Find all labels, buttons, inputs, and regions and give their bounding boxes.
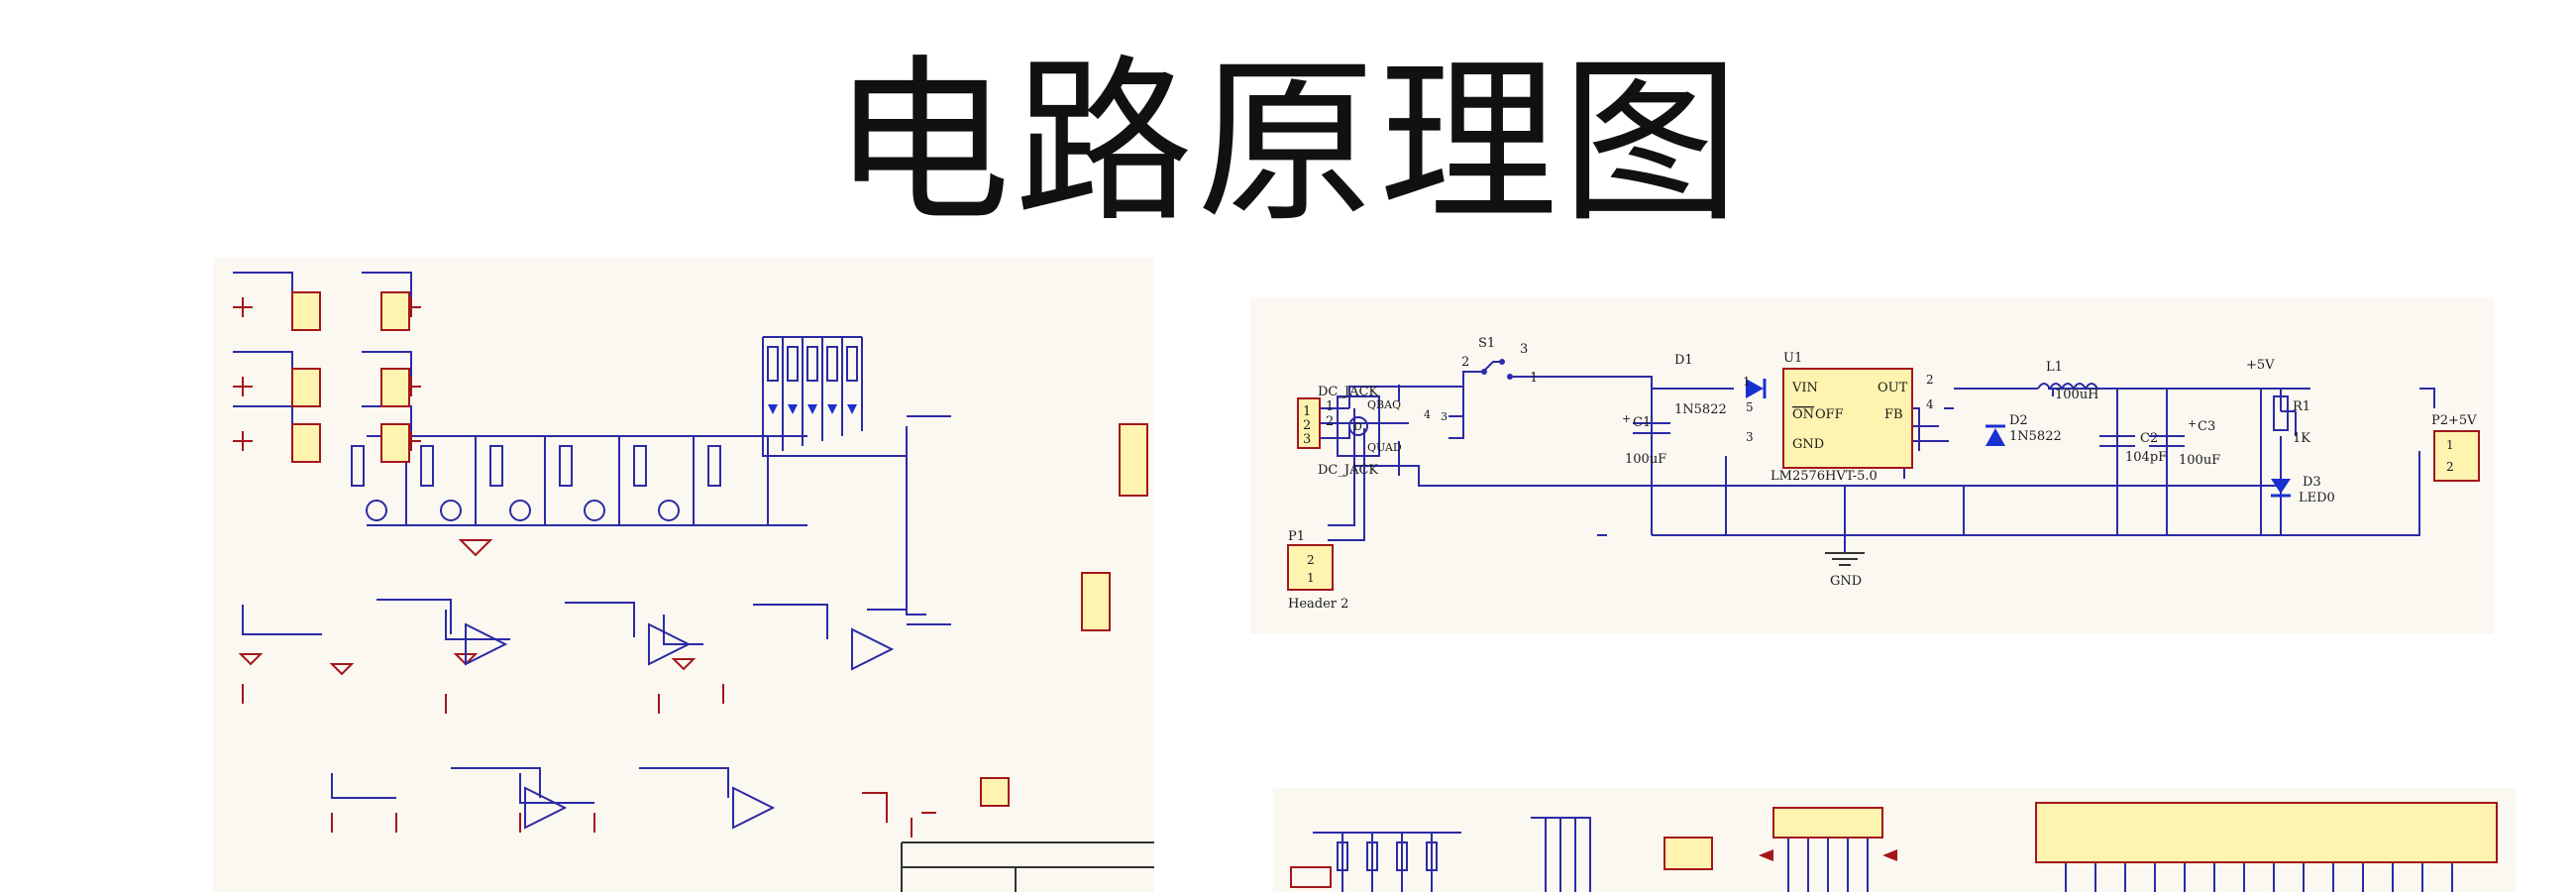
header-p1 xyxy=(1287,544,1334,591)
label-c2-val: 104pF xyxy=(2125,450,2167,465)
label-l1: L1 xyxy=(2046,360,2063,375)
label-gnd: GND xyxy=(1830,574,1862,589)
label-d3-part: LED0 xyxy=(2299,491,2335,505)
label-jack-pin-1: 1 xyxy=(1303,404,1311,419)
display-board-schematic xyxy=(1273,788,2517,892)
sensor-board-schematic xyxy=(213,258,1154,892)
label-s1: S1 xyxy=(1478,336,1495,351)
label-l1-val: 100uH xyxy=(2055,388,2099,402)
regulator-u1 xyxy=(1782,368,1913,469)
label-u1-fb: FB xyxy=(1884,407,1903,422)
label-u1-off: OFF xyxy=(1815,407,1844,422)
label-u1-pin-2: 2 xyxy=(1926,373,1934,387)
label-u1-out: OUT xyxy=(1878,381,1908,395)
label-u1: U1 xyxy=(1783,351,1802,366)
label-p1-pin-1: 1 xyxy=(1307,571,1315,585)
bridge-rectifier xyxy=(1337,395,1380,457)
label-c3-plus: + xyxy=(2188,417,2197,430)
label-d1-part: 1N5822 xyxy=(1674,402,1727,417)
label-dc-jack-top: DC_JACK xyxy=(1318,385,1378,399)
label-bridge-bottom: QUAD xyxy=(1367,441,1402,454)
label-p1: P1 xyxy=(1288,529,1305,544)
page-title: 电路原理图 xyxy=(831,40,1744,247)
label-u1-gnd: GND xyxy=(1792,437,1824,452)
label-u1-on: ON xyxy=(1792,407,1814,422)
label-s1-pin-3: 3 xyxy=(1520,342,1528,357)
label-u1-pin-4: 4 xyxy=(1926,397,1934,411)
label-bridge-top: QBAQ xyxy=(1367,398,1401,411)
label-s1-pin-1: 1 xyxy=(1530,371,1538,386)
label-jack-pin-2: 2 xyxy=(1303,418,1311,433)
label-c3-val: 100uF xyxy=(2179,453,2220,468)
label-d3: D3 xyxy=(2303,475,2321,490)
label-dc-jack-bottom: DC_JACK xyxy=(1318,463,1378,478)
header-p2 xyxy=(2433,430,2480,482)
label-jack-pin-3: 3 xyxy=(1303,432,1311,447)
label-bridge-pin-4: 4 xyxy=(1424,408,1431,421)
power-supply-schematic: DC_JACK DC_JACK 1 2 3 1 2 S1 2 3 1 QBAQ … xyxy=(1250,297,2494,634)
label-d2-part: 1N5822 xyxy=(2009,429,2062,444)
label-jack-pin-1-outer: 1 xyxy=(1326,399,1334,414)
sensor-board-drawing xyxy=(233,272,1154,892)
label-c1-val: 100uF xyxy=(1625,452,1666,467)
label-d2: D2 xyxy=(2009,413,2028,428)
label-r1-val: 1K xyxy=(2293,431,2310,446)
label-u1-pin-5: 5 xyxy=(1746,400,1754,414)
label-vcc: +5V xyxy=(2246,358,2275,373)
label-p2: P2+5V xyxy=(2431,413,2477,428)
label-p1-name: Header 2 xyxy=(1288,597,1348,612)
label-u1-vin: VIN xyxy=(1791,381,1818,395)
label-c1-plus: + xyxy=(1622,412,1631,425)
label-jack-pin-2-outer: 2 xyxy=(1326,414,1334,429)
label-c2: C2 xyxy=(2140,431,2158,446)
label-c1: C1 xyxy=(1633,415,1651,430)
label-d1: D1 xyxy=(1674,353,1693,368)
label-u1-part: LM2576HVT-5.0 xyxy=(1771,469,1878,484)
label-c3: C3 xyxy=(2198,419,2215,434)
label-p1-pin-2: 2 xyxy=(1307,553,1315,567)
label-p2-pin-2: 2 xyxy=(2446,460,2454,474)
power-supply-drawing: DC_JACK DC_JACK 1 2 3 1 2 S1 2 3 1 QBAQ … xyxy=(1287,336,2480,612)
dc-jack-body xyxy=(1297,397,1321,449)
label-bridge-pin-3: 3 xyxy=(1441,410,1448,423)
label-p2-pin-1: 1 xyxy=(2446,438,2454,452)
label-s1-pin-2: 2 xyxy=(1461,355,1469,370)
display-board-drawing xyxy=(1290,802,2498,892)
label-bridge-d: D xyxy=(1353,420,1362,433)
label-u1-pin-1: 1 xyxy=(1743,375,1751,389)
label-r1: R1 xyxy=(2293,399,2310,414)
label-u1-pin-3: 3 xyxy=(1746,430,1754,444)
